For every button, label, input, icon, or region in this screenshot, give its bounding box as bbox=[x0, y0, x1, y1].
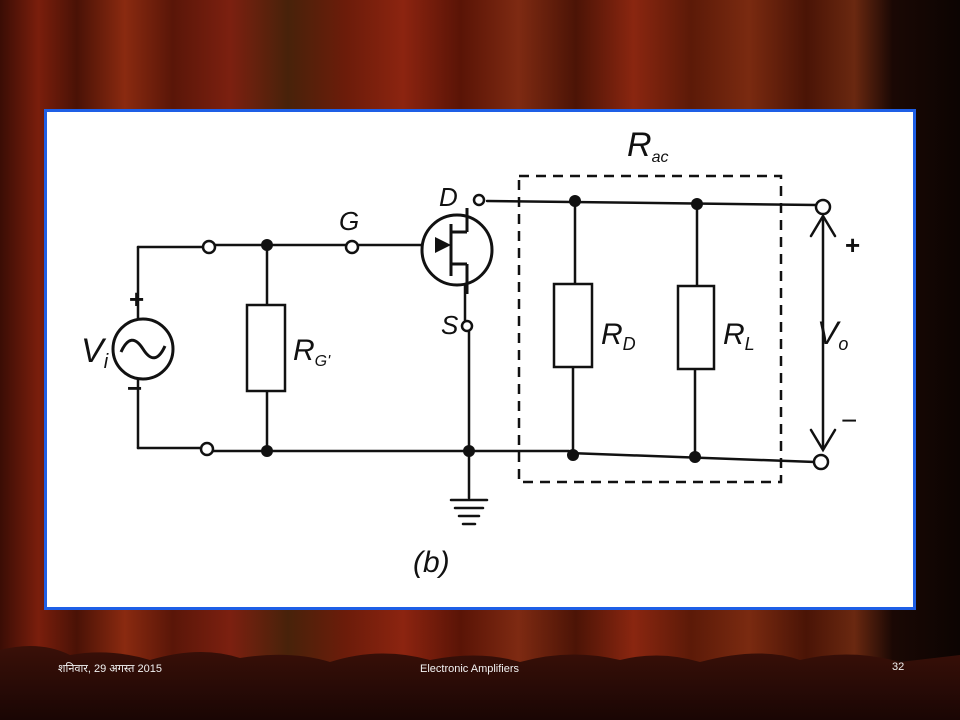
vo-arrow-head-top bbox=[809, 213, 837, 238]
jfet-gate-arrow-icon bbox=[435, 237, 451, 253]
junction-rl-bottom bbox=[689, 451, 701, 463]
rac-dashed-box bbox=[517, 174, 783, 484]
label-rl: RL bbox=[723, 318, 755, 354]
junction-rl-top bbox=[691, 198, 703, 210]
terminal-gate bbox=[344, 239, 360, 255]
terminal-output-top bbox=[814, 198, 832, 216]
sine-wave-icon bbox=[119, 338, 167, 360]
terminal-drain bbox=[472, 193, 486, 207]
terminal-input-top bbox=[201, 239, 217, 255]
label-rac: Rac bbox=[627, 126, 668, 166]
footer-date: शनिवार, 29 अगस्त 2015 bbox=[58, 663, 162, 675]
label-plus-in: + bbox=[129, 284, 144, 314]
junction-rd-bottom bbox=[567, 449, 579, 461]
junction-rd-top bbox=[569, 195, 581, 207]
resistor-rg bbox=[245, 303, 287, 393]
label-s: S bbox=[441, 310, 459, 340]
wire-drain-top bbox=[485, 199, 819, 207]
circuit-figure-panel: Vi + − RG' G D S Rac RD RL Vo + − (b) bbox=[44, 109, 916, 610]
figure-caption: (b) bbox=[413, 546, 450, 579]
junction-rg-bottom bbox=[261, 445, 273, 457]
vo-arrow-head-bottom bbox=[809, 428, 837, 453]
label-rd: RD bbox=[601, 318, 636, 354]
terminal-input-bottom bbox=[199, 441, 215, 457]
label-vo: Vo bbox=[817, 315, 848, 354]
label-minus-in: − bbox=[127, 373, 142, 403]
label-minus-out: − bbox=[841, 405, 857, 436]
junction-rg-top bbox=[261, 239, 273, 251]
resistor-rd bbox=[552, 282, 594, 369]
label-g: G bbox=[339, 206, 359, 236]
slide-number: 32 bbox=[892, 661, 905, 673]
junction-ground bbox=[463, 445, 475, 457]
label-vi: Vi bbox=[81, 332, 109, 373]
footer-title: Electronic Amplifiers bbox=[420, 663, 520, 675]
jfet-symbol bbox=[420, 213, 494, 287]
jfet-amplifier-circuit-diagram: Vi + − RG' G D S Rac RD RL Vo + − (b) bbox=[81, 126, 860, 579]
label-d: D bbox=[439, 182, 458, 212]
label-rg: RG' bbox=[293, 334, 331, 370]
resistor-rl bbox=[676, 284, 716, 371]
terminal-output-bottom bbox=[812, 453, 830, 471]
label-plus-out: + bbox=[845, 230, 860, 260]
terminal-source bbox=[460, 319, 474, 333]
